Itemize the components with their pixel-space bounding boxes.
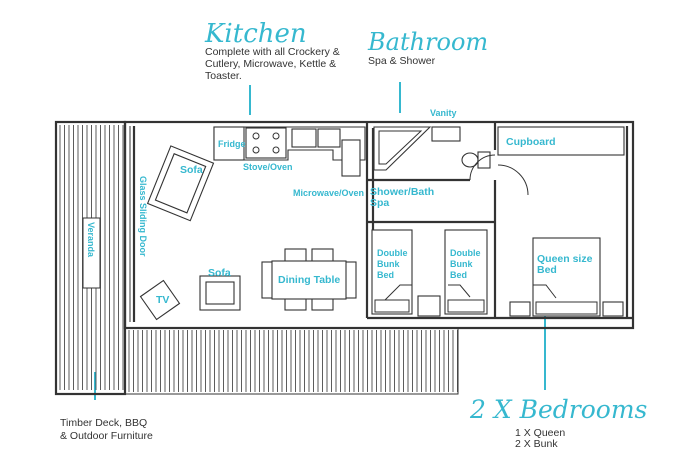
kitchen-desc-line-3: Toaster.: [205, 70, 242, 82]
cupboard: [497, 126, 625, 156]
sofa-bottom-label: Sofa: [208, 267, 231, 279]
veranda-label-box: [82, 217, 101, 289]
vanity: [431, 126, 461, 142]
bunk-bed-1-pillow: [374, 299, 410, 313]
building-outline: [123, 120, 635, 330]
bedrooms-line-2: 2 X Bunk: [515, 438, 558, 450]
bunk-room-cabinet: [417, 295, 441, 317]
tv-label: TV: [156, 294, 169, 306]
queen-bed-fold: [533, 284, 557, 299]
bathroom-door-swing: [469, 154, 496, 181]
bunk-2-line-2: Bunk: [450, 259, 473, 269]
bunk-bed-2-ladder: [448, 284, 471, 298]
vanity-label: Vanity: [430, 108, 457, 118]
glass-sliding-door-label: Glass Sliding Door: [138, 176, 148, 257]
queen-bed-pillows: [535, 301, 598, 315]
dining-table-label: Dining Table: [278, 274, 340, 286]
spa-inner: [378, 130, 423, 165]
sink: [291, 128, 317, 148]
veranda-label: Veranda: [86, 222, 96, 258]
stove-burner-2: [272, 132, 280, 140]
fridge: [213, 126, 245, 161]
stove-burner-3: [252, 146, 260, 154]
bunk-2-line-1: Double: [450, 248, 481, 258]
bedrooms-heading: 2 X Bedrooms: [469, 395, 647, 424]
stove: [245, 127, 287, 159]
bunk-1-line-1: Double: [377, 248, 408, 258]
sofa-top-label: Sofa: [180, 164, 203, 176]
sofa-bottom-seat: [205, 281, 235, 305]
bunk-2-line-3: Bed: [450, 270, 467, 280]
shower-label-line-1: Shower/Bath: [370, 186, 434, 198]
bunk-bed-2-pillow: [447, 299, 485, 313]
timber-deck: [128, 330, 458, 392]
deck-line-1: Timber Deck, BBQ: [60, 417, 147, 429]
bathroom-desc: Spa & Shower: [368, 55, 436, 67]
shower-label-line-2: Spa: [370, 197, 389, 209]
fridge-label: Fridge: [218, 139, 246, 149]
bunk-1-line-2: Bunk: [377, 259, 400, 269]
microwave-label: Microwave/Oven: [293, 188, 364, 198]
bunk-1-line-3: Bed: [377, 270, 394, 280]
tv-cabinet: [139, 279, 181, 321]
bedside-table-left: [509, 301, 531, 317]
cupboard-label: Cupboard: [506, 136, 556, 148]
deck-line-2: & Outdoor Furniture: [60, 430, 153, 442]
stove-label: Stove/Oven: [243, 162, 293, 172]
bunk-bed-1-ladder: [384, 284, 412, 301]
bedside-table-right: [602, 301, 624, 317]
kitchen-desc-line-1: Complete with all Crockery &: [205, 46, 340, 58]
sink-drainer: [317, 128, 341, 148]
dining-table: [271, 260, 347, 300]
queen-label-line-2: Bed: [537, 264, 557, 276]
kitchen-desc-line-2: Cutlery, Microwave, Kettle &: [205, 58, 336, 70]
microwave-cabinet: [341, 139, 361, 177]
queen-label-line-1: Queen size: [537, 253, 593, 265]
bedrooms-line-1: 1 X Queen: [515, 427, 565, 439]
stove-burner-4: [272, 146, 280, 154]
kitchen-heading: Kitchen: [204, 19, 307, 49]
queen-bed: [532, 237, 601, 317]
bathroom-heading: Bathroom: [367, 28, 488, 56]
sofa-top: [146, 145, 215, 222]
bedroom-door-swing: [497, 164, 529, 196]
stove-burner-1: [252, 132, 260, 140]
